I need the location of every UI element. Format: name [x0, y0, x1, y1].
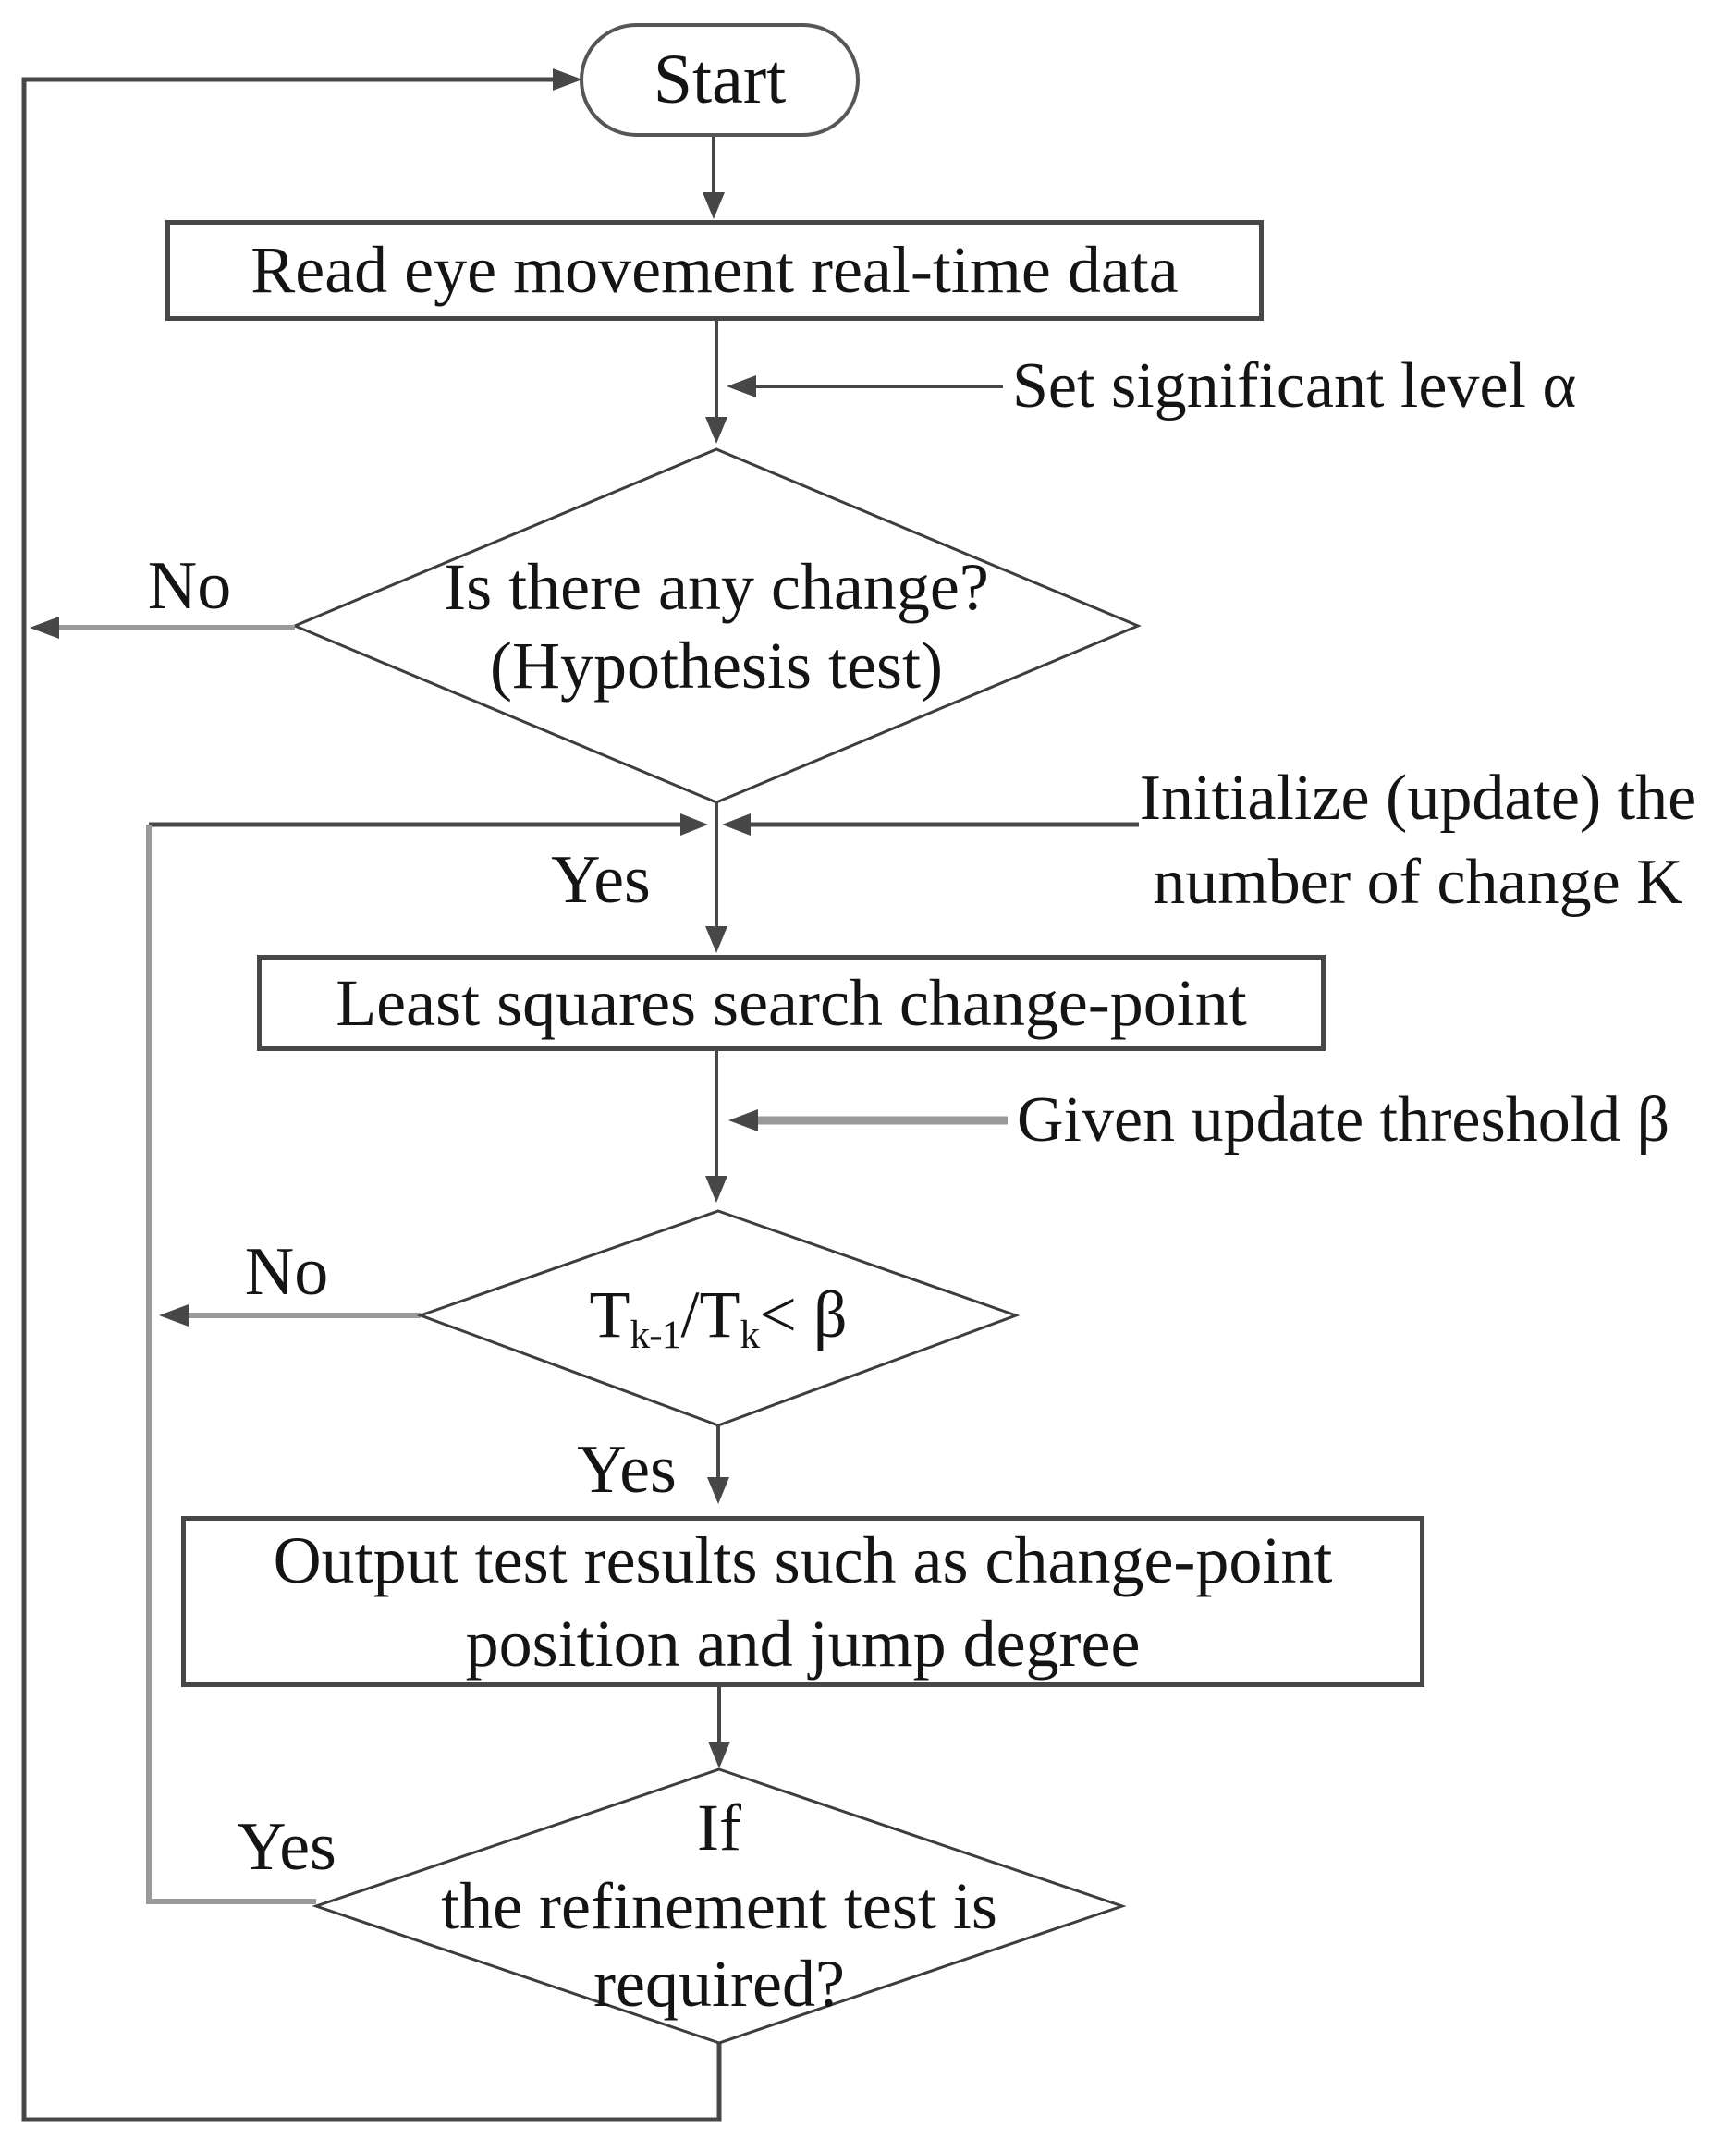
- arrowhead-into-read: [703, 192, 725, 219]
- change-yes-label: Yes: [551, 842, 651, 918]
- change-decision-line2: (Hypothesis test): [490, 628, 943, 703]
- change-decision-line1: Is there any change?: [444, 549, 989, 624]
- least-squares-node: Least squares search change-point: [257, 955, 1326, 1051]
- start-node: Start: [580, 23, 860, 137]
- start-label: Start: [653, 41, 787, 118]
- output-results-text: Output test results such as change-point…: [274, 1519, 1333, 1685]
- arrowhead-into-start: [553, 68, 582, 91]
- initialize-annotation: Initialize (update) the number of change…: [1100, 756, 1736, 924]
- arrowhead-into-refinement: [708, 1742, 730, 1768]
- refinement-decision-node: If the refinement test is required?: [316, 1782, 1122, 2030]
- formula-tail: < β: [759, 1277, 848, 1351]
- threshold-no-label: No: [244, 1234, 329, 1310]
- initialize-annotation-line1: Initialize (update) the: [1139, 763, 1697, 834]
- output-results-line1: Output test results such as change-point: [273, 1522, 1333, 1597]
- initialize-annotation-line2: number of change K: [1153, 847, 1683, 918]
- arrowhead-inner-loop: [680, 813, 708, 836]
- threshold-formula: Tk-1/Tk< β: [589, 1276, 848, 1357]
- arrowhead-change-no: [30, 617, 59, 639]
- arrowhead-into-output: [707, 1477, 729, 1504]
- refinement-yes-label: Yes: [237, 1809, 336, 1885]
- change-no-label: No: [147, 548, 232, 624]
- update-threshold-annotation: Given update threshold β: [1017, 1084, 1670, 1155]
- arrowhead-threshold-annotation: [728, 1109, 758, 1131]
- refinement-yes-loop-connector: [146, 825, 316, 1904]
- read-data-node: Read eye movement real-time data: [165, 220, 1264, 321]
- formula-sub2: k: [740, 1313, 760, 1357]
- arrowhead-initialize: [722, 813, 751, 836]
- set-significance-annotation: Set significant level α: [1012, 350, 1577, 422]
- threshold-yes-label: Yes: [577, 1432, 677, 1508]
- output-results-line2: position and jump degree: [465, 1606, 1141, 1681]
- read-data-label: Read eye movement real-time data: [251, 233, 1179, 307]
- refinement-decision-shape: [312, 1767, 1127, 2045]
- refinement-line2: the refinement test is: [441, 1868, 997, 1943]
- arrowhead-significance: [727, 375, 756, 397]
- threshold-decision-node: Tk-1/Tk< β: [421, 1259, 1016, 1370]
- arrowhead-into-least-squares: [705, 926, 727, 953]
- formula-sub1: k-1: [630, 1313, 682, 1357]
- restart-loop-connector: [21, 77, 722, 2122]
- arrowhead-into-threshold-decision: [705, 1176, 727, 1203]
- least-squares-label: Least squares search change-point: [336, 965, 1247, 1040]
- refinement-line1: If: [697, 1790, 741, 1865]
- arrowhead-threshold-no: [159, 1304, 189, 1327]
- formula-base2: /T: [680, 1277, 740, 1351]
- arrowhead-into-change-decision: [705, 417, 727, 444]
- change-decision-node: Is there any change? (Hypothesis test): [347, 522, 1086, 730]
- formula-base1: T: [589, 1277, 630, 1351]
- refinement-line3: required?: [593, 1947, 845, 2022]
- output-results-node: Output test results such as change-point…: [181, 1516, 1424, 1687]
